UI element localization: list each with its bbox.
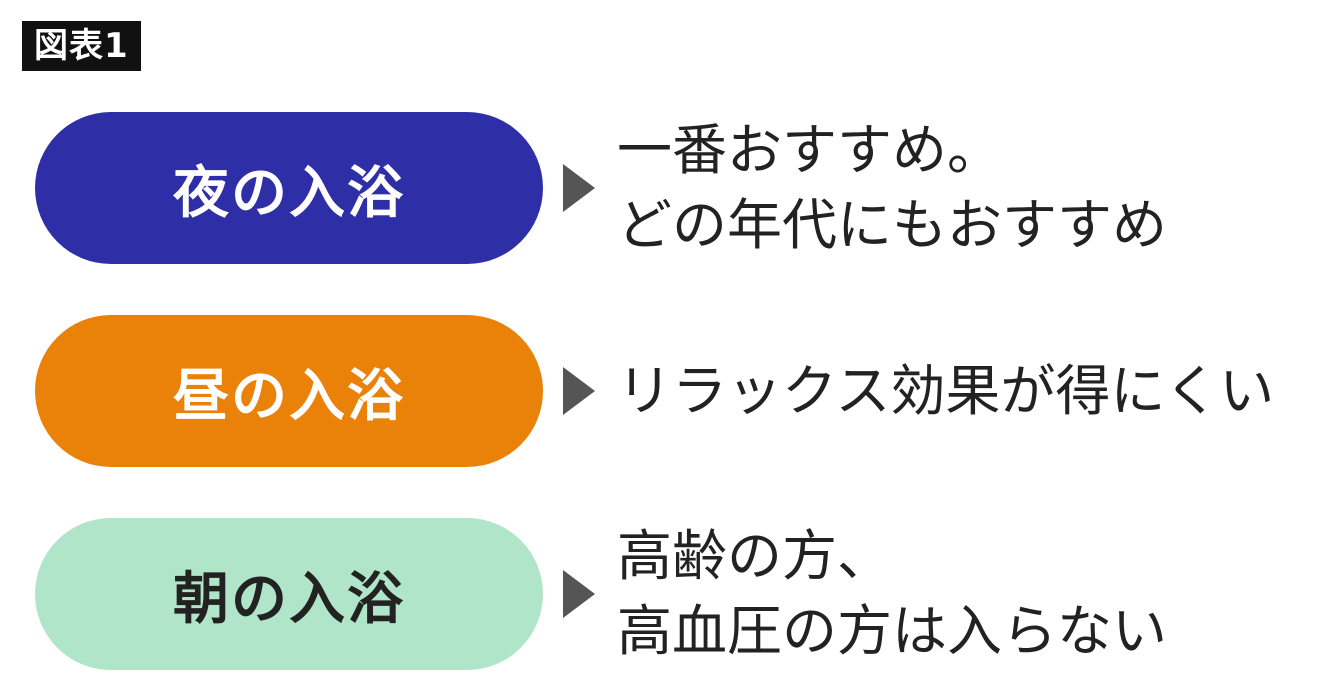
noon-bath-description: リラックス効果が得にくい: [617, 315, 1274, 467]
figure-label: 図表1: [22, 21, 141, 71]
noon-bath-label: 昼の入浴: [173, 363, 405, 429]
description-line: 一番おすすめ。: [617, 118, 1003, 182]
night-bath-label: 夜の入浴: [173, 160, 405, 226]
description-line: 高血圧の方は入らない: [617, 599, 1168, 663]
noon-bath-pill: 昼の入浴: [35, 315, 543, 467]
row-noon-bath: 昼の入浴 リラックス効果が得にくい: [35, 315, 1335, 467]
night-bath-pill: 夜の入浴: [35, 112, 543, 264]
description-line: 高齢の方、: [617, 524, 893, 588]
arrow-right-icon: [563, 367, 595, 415]
row-morning-bath: 朝の入浴 高齢の方、 高血圧の方は入らない: [35, 518, 1335, 670]
morning-bath-label: 朝の入浴: [173, 566, 405, 632]
arrow-right-icon: [563, 570, 595, 618]
description-line: リラックス効果が得にくい: [617, 358, 1275, 423]
morning-bath-pill: 朝の入浴: [35, 518, 543, 670]
arrow-right-icon: [563, 164, 595, 212]
morning-bath-description: 高齢の方、 高血圧の方は入らない: [617, 518, 1167, 670]
night-bath-description: 一番おすすめ。 どの年代にもおすすめ: [617, 112, 1167, 264]
row-night-bath: 夜の入浴 一番おすすめ。 どの年代にもおすすめ: [35, 112, 1335, 264]
description-line: どの年代にもおすすめ: [617, 193, 1168, 257]
